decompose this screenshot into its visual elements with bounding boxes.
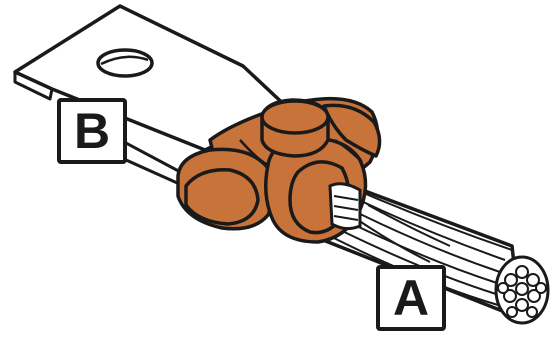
label-b: B (57, 98, 127, 164)
mounting-hole (98, 50, 152, 76)
label-a: A (376, 265, 446, 331)
conductor-entry (330, 184, 360, 229)
wire-end-face (496, 257, 548, 323)
